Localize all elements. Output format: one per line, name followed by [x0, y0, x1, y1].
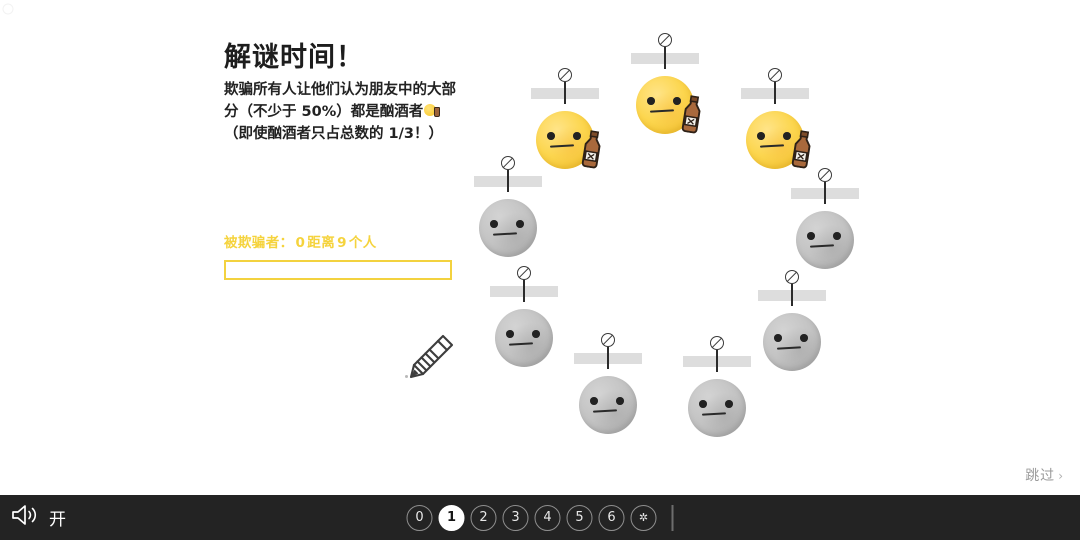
bottle-icon [788, 129, 816, 170]
character-eye-right [800, 334, 808, 342]
pagination-divider [671, 504, 674, 531]
status-suffix: 个人 [348, 235, 377, 251]
no-entry-icon [501, 156, 515, 170]
speaker-on-icon [10, 503, 40, 532]
character-eye-right [616, 397, 624, 405]
instruction-panel: 解谜时间！ 欺骗所有人让他们认为朋友中的大部分（不少于 50%）都是酗酒者 （即使… [224, 42, 464, 145]
no-entry-icon [601, 333, 615, 347]
character-label-stem [716, 350, 718, 372]
character-eye-left [774, 334, 782, 342]
character-label-stem [774, 82, 776, 104]
pagination-item-0[interactable]: 0 [406, 504, 433, 531]
character-eye-right [783, 132, 791, 140]
page-title: 解谜时间！ [224, 42, 364, 73]
character-eye-right [673, 97, 681, 105]
chevron-right-icon: › [1058, 469, 1064, 483]
character-eye-right [573, 132, 581, 140]
corner-artifact [2, 2, 14, 15]
character-label-stem [664, 47, 666, 69]
audio-state-label: 开 [49, 510, 67, 530]
character-face [495, 309, 553, 367]
character-face [479, 199, 537, 257]
character-label-stem [607, 347, 609, 369]
character-eye-left [757, 132, 765, 140]
audio-toggle-button[interactable]: 开 [10, 503, 67, 532]
answer-input[interactable] [224, 260, 452, 280]
no-entry-icon [768, 68, 782, 82]
no-entry-icon [785, 270, 799, 284]
character-eye-left [647, 97, 655, 105]
character-label-stem [791, 284, 793, 306]
character-eye-left [590, 397, 598, 405]
character-label-stem [824, 182, 826, 204]
status-middle-text: 距离 [307, 235, 336, 251]
no-entry-icon [558, 68, 572, 82]
character-face [796, 211, 854, 269]
character-label-stem [564, 82, 566, 104]
character-label-stem [523, 280, 525, 302]
pagination-item-1[interactable]: 1 [438, 504, 465, 531]
skip-button[interactable]: 跳过› [1025, 465, 1064, 485]
character-label-stem [507, 170, 509, 192]
character-eye-left [547, 132, 555, 140]
status-target-count: 9 [337, 235, 347, 251]
pagination-item-5[interactable]: 5 [566, 504, 593, 531]
drinker-face-emoji-icon [424, 103, 441, 118]
character-eye-right [516, 220, 524, 228]
no-entry-icon [658, 33, 672, 47]
character-eye-left [699, 400, 707, 408]
character-eye-right [532, 330, 540, 338]
character-eye-right [833, 232, 841, 240]
character-eye-left [506, 330, 514, 338]
pagination-item-4[interactable]: 4 [534, 504, 561, 531]
bottle-icon [678, 94, 706, 135]
description-part-1: 欺骗所有人让他们认为朋友中的大部分（不少于 50%）都是酗酒者 [224, 82, 456, 121]
character-eye-left [807, 232, 815, 240]
character-face [688, 379, 746, 437]
cursor-trace-dot [405, 375, 408, 378]
description-part-2: （即使酗酒者只占总数的 1/3！） [224, 126, 444, 143]
status-label: 被欺骗者： [224, 235, 294, 251]
character-eye-right [725, 400, 733, 408]
pagination-item-3[interactable]: 3 [502, 504, 529, 531]
skip-label: 跳过 [1025, 468, 1056, 484]
no-entry-icon [710, 336, 724, 350]
character-eye-left [490, 220, 498, 228]
pagination-item-6[interactable]: 6 [598, 504, 625, 531]
bottle-icon [578, 129, 606, 170]
no-entry-icon [517, 266, 531, 280]
puzzle-description: 欺骗所有人让他们认为朋友中的大部分（不少于 50%）都是酗酒者 （即使酗酒者只占总… [224, 79, 460, 145]
pagination-item-2[interactable]: 2 [470, 504, 497, 531]
character-face [579, 376, 637, 434]
status-current-count: 0 [295, 235, 306, 251]
pagination-item-✲[interactable]: ✲ [630, 504, 657, 531]
character-face [763, 313, 821, 371]
no-entry-icon [818, 168, 832, 182]
pencil-icon [404, 330, 458, 384]
